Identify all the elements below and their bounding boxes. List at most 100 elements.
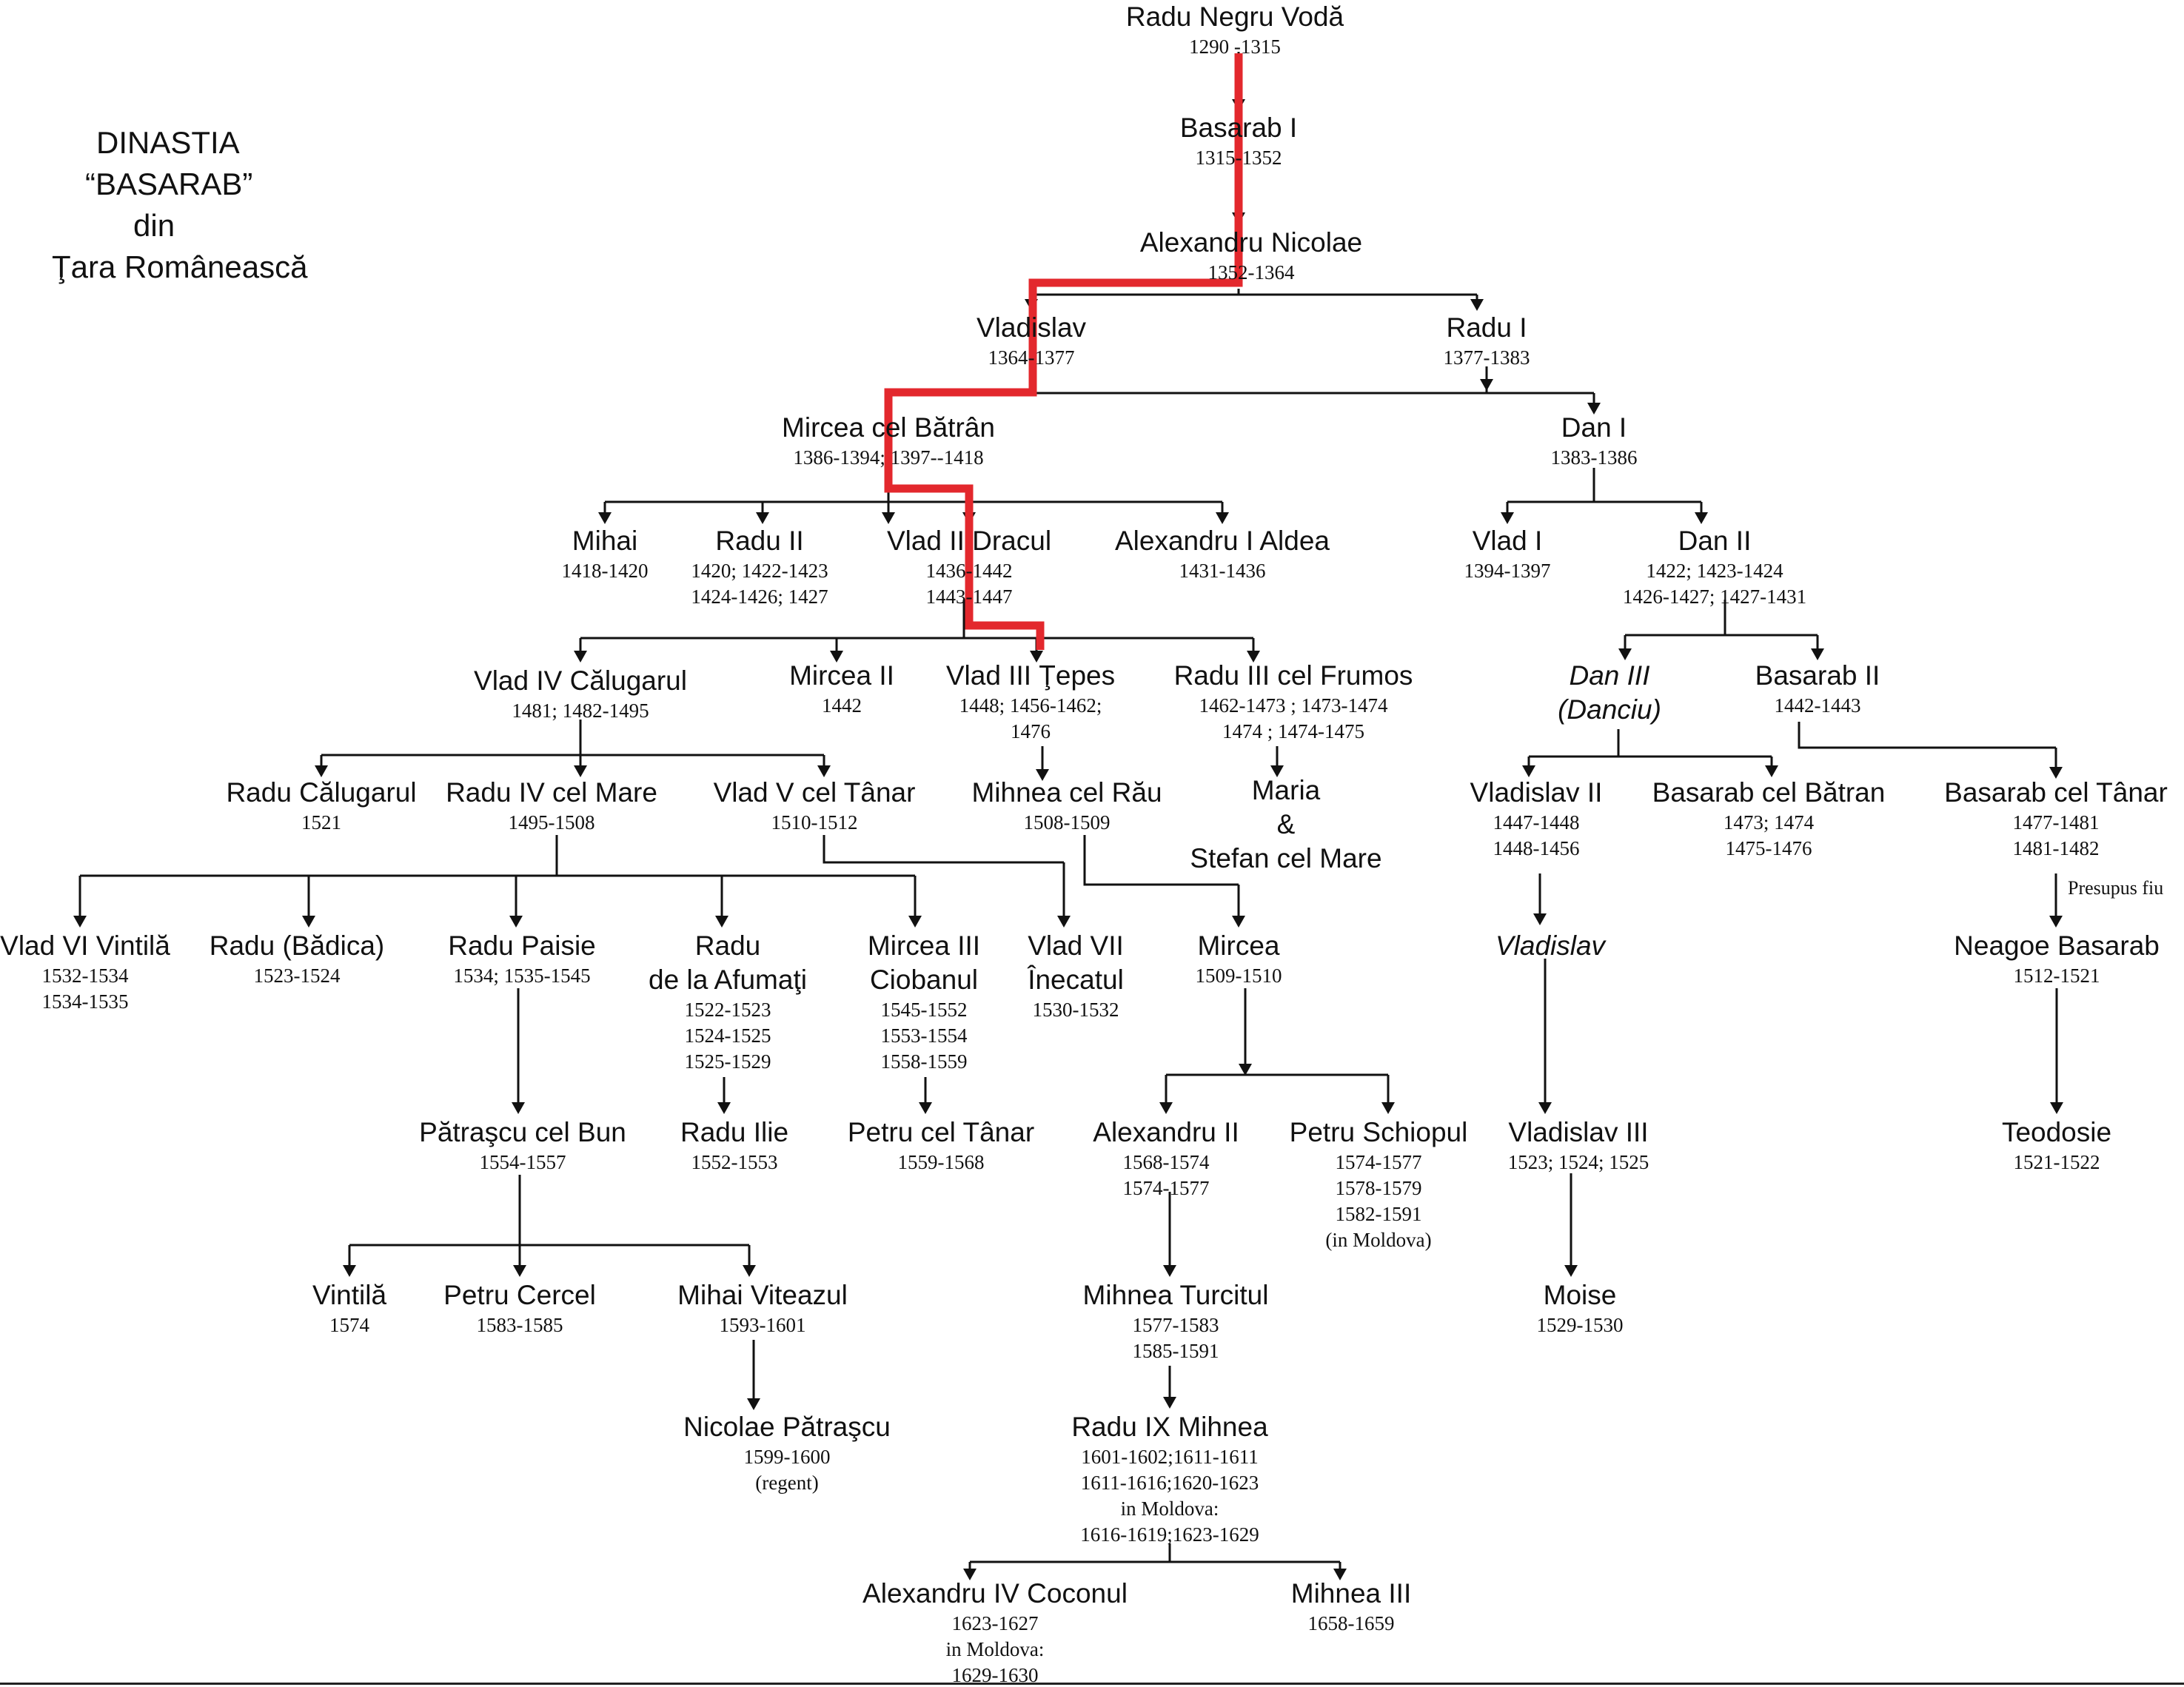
arrowhead — [743, 1265, 756, 1277]
reign-years: 1364-1377 — [988, 346, 1075, 369]
person-name: Neagoe Basarab — [1954, 930, 2160, 961]
arrowhead — [315, 765, 328, 777]
arrowhead — [509, 916, 523, 928]
arrowhead — [302, 916, 315, 928]
reign-years: 1512-1521 — [2013, 965, 2100, 987]
person-name: Vlad VII — [1028, 930, 1124, 961]
reign-years: 1426-1427; 1427-1431 — [1622, 586, 1807, 608]
reign-years: 1623-1627 — [951, 1612, 1039, 1634]
person-node-radu-calugarul: Radu Călugarul 1521 — [226, 776, 416, 836]
reign-years: 1418-1420 — [561, 560, 649, 582]
person-name: Radu IV cel Mare — [446, 777, 657, 808]
person-name: Radu II — [715, 526, 804, 556]
person-name-line: Înecatul — [1028, 965, 1124, 995]
person-node-dan-iii-danciu: Dan III(Danciu) — [1558, 659, 1661, 727]
reign-years: 1448; 1456-1462; — [959, 694, 1102, 717]
person-name: Mihai Viteazul — [677, 1280, 848, 1310]
reign-years: 1593-1601 — [719, 1314, 806, 1336]
arrowhead — [1480, 379, 1493, 391]
arrowhead — [1159, 1102, 1173, 1114]
arrowhead — [747, 1398, 760, 1410]
reign-years: 1554-1557 — [479, 1151, 566, 1173]
person-name: Radu III cel Frumos — [1173, 660, 1413, 691]
arrowhead — [715, 916, 728, 928]
person-name: Vladislav — [976, 312, 1087, 343]
reign-years: 1523; 1524; 1525 — [1507, 1151, 1649, 1173]
arrowhead — [2049, 767, 2063, 779]
arrowhead — [512, 1102, 525, 1114]
arrowhead — [1618, 648, 1632, 660]
person-name: Petru Cercel — [443, 1280, 596, 1310]
arrowhead — [1163, 1265, 1176, 1277]
person-name-line: (Danciu) — [1558, 694, 1661, 725]
person-node-mihai-viteazul: Mihai Viteazul 1593-1601 — [677, 1278, 848, 1338]
reign-years: 1574 — [329, 1314, 369, 1336]
reign-years: 1477-1481 — [2012, 811, 2100, 834]
reign-years: (in Moldova) — [1325, 1229, 1432, 1251]
reign-years: 1510-1512 — [771, 811, 858, 834]
presumed-son-note: Presupus fiu — [2068, 877, 2164, 899]
reign-years: 1568-1574 — [1122, 1151, 1210, 1173]
arrowhead — [1501, 512, 1514, 524]
person-name: Dan II — [1678, 526, 1752, 556]
person-name: Radu Călugarul — [226, 777, 417, 808]
person-name: Mihnea Turcitul — [1082, 1280, 1269, 1310]
reign-years: 1582-1591 — [1335, 1203, 1422, 1225]
highlight-lineage-path — [884, 53, 1243, 650]
arrowhead — [1564, 1265, 1578, 1277]
reign-years: 1447-1448 — [1493, 811, 1580, 834]
arrowhead — [1538, 1102, 1552, 1114]
arrowhead — [1247, 651, 1260, 663]
reign-years: 1521-1522 — [2013, 1151, 2100, 1173]
person-name: Vlad II Dracul — [886, 526, 1052, 556]
reign-years: 1481-1482 — [2012, 837, 2100, 859]
arrowhead — [963, 1569, 977, 1580]
reign-years: 1577-1583 — [1132, 1314, 1219, 1336]
person-name: Alexandru Nicolae — [1139, 227, 1363, 258]
arrowhead — [830, 651, 843, 663]
person-name: Vintilă — [312, 1280, 387, 1310]
reign-years: 1553-1554 — [880, 1024, 968, 1047]
person-node-vintila: Vintilă 1574 — [312, 1278, 386, 1338]
person-name: Alexandru II — [1093, 1117, 1239, 1147]
reign-years: in Moldova: — [1120, 1497, 1219, 1520]
arrowhead — [1695, 512, 1708, 524]
reign-years: 1534; 1535-1545 — [453, 965, 591, 987]
arrowhead — [1533, 913, 1547, 925]
reign-years: 1558-1559 — [880, 1050, 968, 1073]
arrowhead — [2050, 1102, 2063, 1114]
person-name: Radu (Bădica) — [209, 930, 385, 961]
person-name: Basarab cel Bătran — [1652, 777, 1886, 808]
reign-years: 1521 — [301, 811, 341, 834]
reign-years: 1559-1568 — [897, 1151, 985, 1173]
person-name: Vlad III Ţepes — [945, 660, 1116, 691]
person-node-vladislav: Vladislav 1364-1377 — [977, 311, 1086, 371]
person-node-neagoe-basarab: Neagoe Basarab 1512-1521 — [1954, 929, 2160, 989]
reign-years: 1616-1619;1623-1629 — [1080, 1523, 1259, 1546]
arrowhead — [1587, 403, 1601, 415]
reign-years: 1476 — [1010, 720, 1051, 742]
reign-years: 1431-1436 — [1179, 560, 1266, 582]
